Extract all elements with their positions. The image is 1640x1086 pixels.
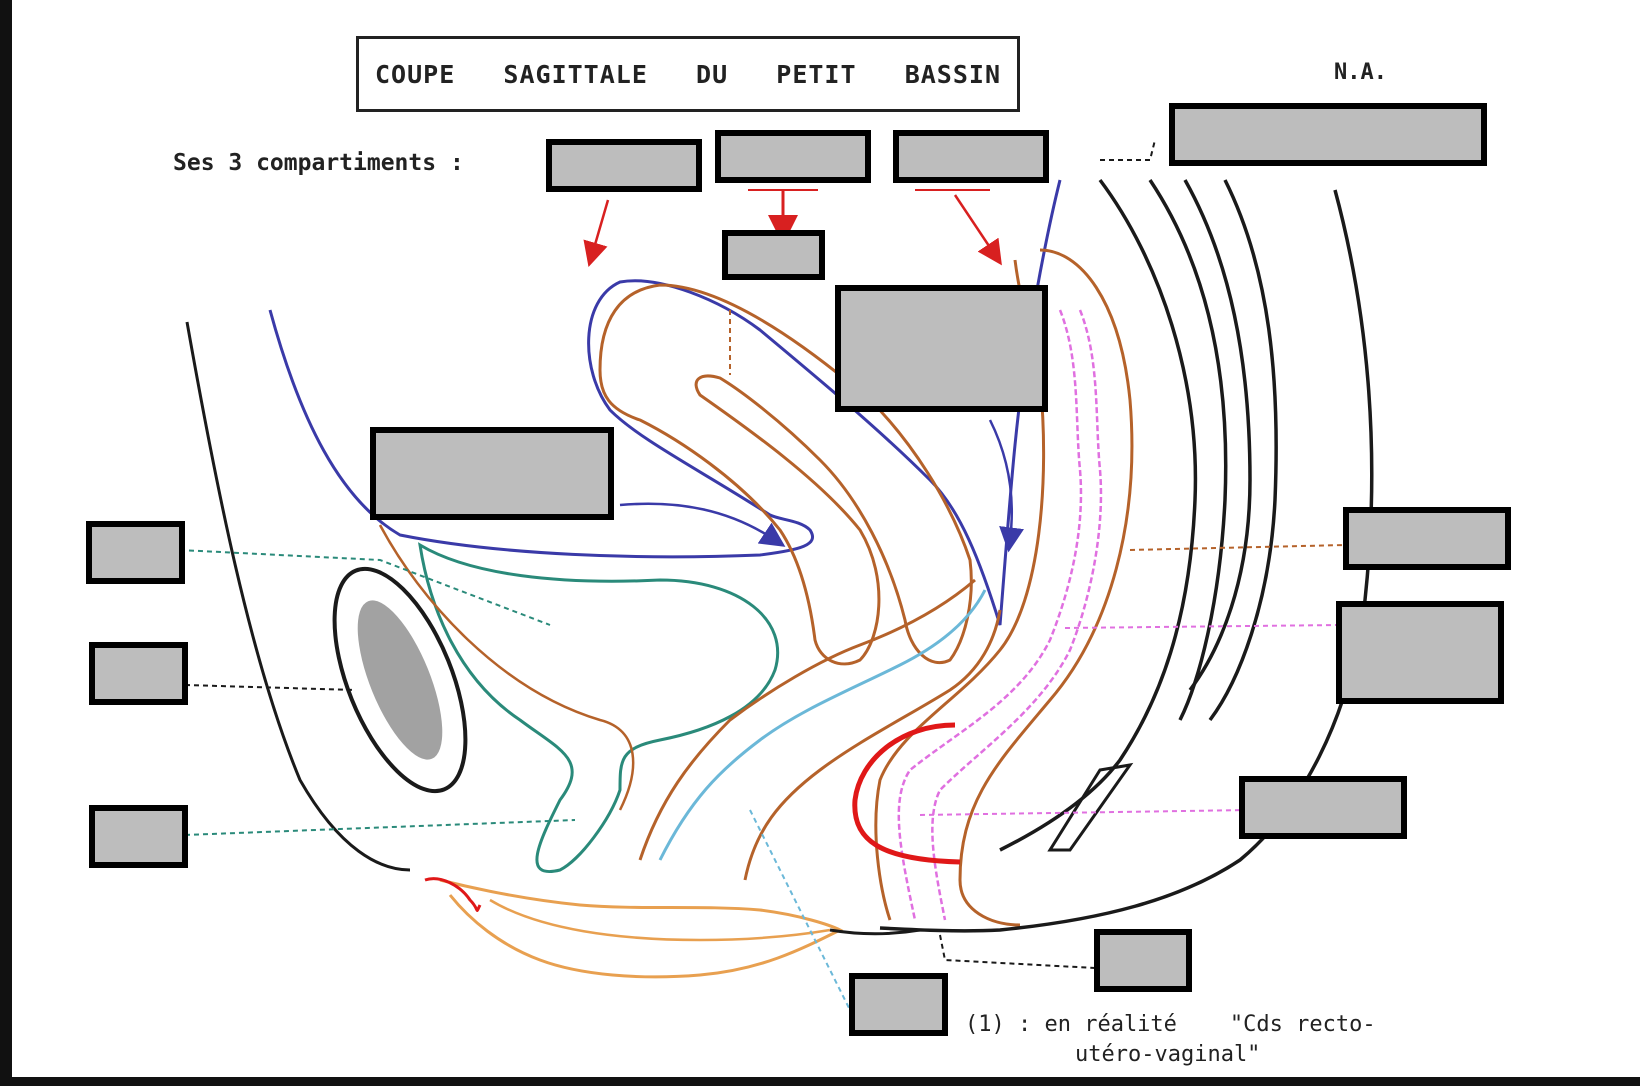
label-box-left-2[interactable]: [89, 642, 188, 705]
label-box-peritoneum[interactable]: [370, 427, 614, 520]
left-border: [0, 0, 12, 1077]
label-box-compartment-posterior[interactable]: [893, 130, 1049, 183]
perineum-red: [424, 877, 482, 912]
label-box-uterus-large[interactable]: [835, 285, 1048, 412]
sacrum-1: [999, 178, 1198, 852]
arrow-recto-uterine: [988, 419, 1024, 553]
perineal-floor: [829, 928, 921, 936]
author-initials: N.A.: [1334, 60, 1387, 85]
label-box-top-right[interactable]: [1169, 103, 1487, 166]
pubic-bone-texture: [357, 600, 443, 760]
perineum: [439, 878, 844, 979]
label-box-right-3[interactable]: [1239, 776, 1407, 839]
label-box-compartment-anterior[interactable]: [546, 139, 702, 192]
arrow-posterior: [953, 194, 1002, 266]
perineum-inner: [489, 898, 831, 942]
coccyx-tip: [1047, 762, 1134, 852]
bladder: [418, 542, 780, 873]
leader-lines: [179, 139, 1346, 1011]
anal-sphincter: [852, 722, 961, 865]
footnote-line-2: utéro-vaginal": [1075, 1042, 1261, 1067]
label-box-left-3[interactable]: [89, 805, 188, 868]
label-box-bottom-center[interactable]: [849, 973, 948, 1036]
label-box-right-1[interactable]: [1343, 507, 1511, 570]
sacrum-4: [1208, 179, 1278, 722]
subtitle: Ses 3 compartiments :: [173, 150, 464, 176]
sacrum-2: [1148, 179, 1228, 721]
footnote-line-1: (1) : en réalité "Cds recto-: [965, 1012, 1376, 1037]
title-box: COUPE SAGITTALE DU PETIT BASSIN: [356, 36, 1020, 112]
rectum-outer: [958, 248, 1134, 927]
label-box-compartment-middle[interactable]: [715, 130, 871, 183]
label-box-uterus-small[interactable]: [722, 230, 825, 280]
arrow-anterior: [583, 199, 610, 268]
diagram-title: COUPE SAGITTALE DU PETIT BASSIN: [375, 59, 1001, 89]
bladder-outer: [378, 524, 635, 811]
vagina-lumen: [658, 589, 987, 861]
sacrum-3: [1183, 179, 1252, 692]
anterior-wall: [185, 321, 411, 872]
label-box-right-2[interactable]: [1336, 601, 1504, 704]
vagina-posterior: [743, 609, 1002, 881]
rectum-wall-1: [897, 309, 1083, 921]
vagina-anterior: [638, 578, 976, 861]
bottom-border: [0, 1077, 1640, 1086]
label-box-bottom-right[interactable]: [1094, 929, 1192, 992]
label-box-left-1[interactable]: [86, 521, 185, 584]
arrow-vesico-uterine: [619, 502, 786, 547]
